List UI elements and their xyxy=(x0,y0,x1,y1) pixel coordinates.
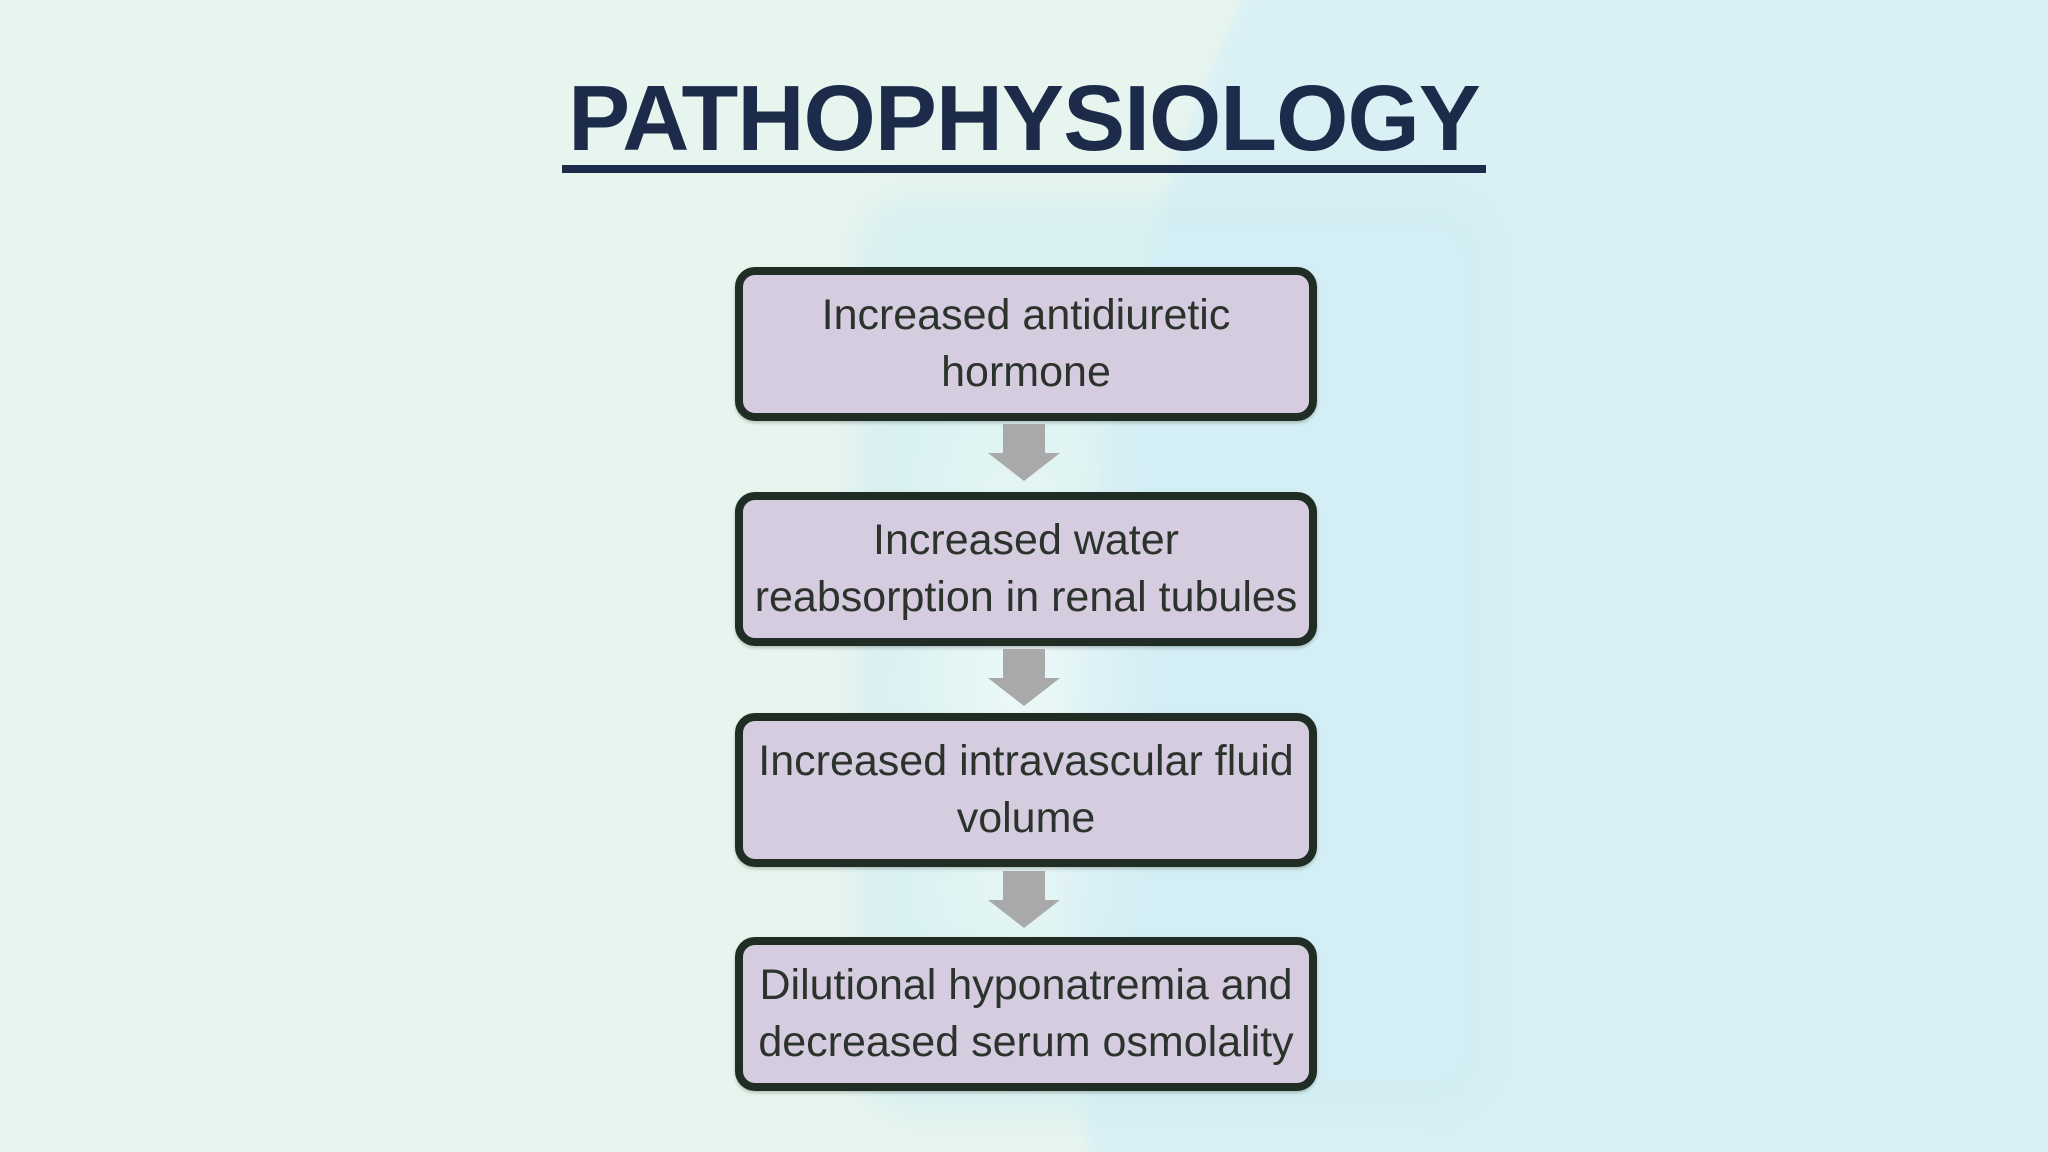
flow-step-1-line-1: Increased antidiuretic xyxy=(821,291,1231,339)
flow-step-4-line-2: decreased serum osmolality xyxy=(758,1018,1294,1066)
down-arrow-icon xyxy=(988,649,1060,706)
down-arrow-icon xyxy=(988,871,1060,928)
flow-step-2: Increased water reabsorption in renal tu… xyxy=(735,492,1317,646)
flow-step-1-line-2: hormone xyxy=(941,348,1111,396)
flow-step-4-line-1: Dilutional hyponatremia and xyxy=(759,961,1293,1009)
slide-title: PATHOPHYSIOLOGY xyxy=(562,72,1486,173)
flow-step-3-line-2: volume xyxy=(956,794,1096,842)
flow-step-1: Increased antidiuretic hormone xyxy=(735,267,1317,421)
title-row: PATHOPHYSIOLOGY xyxy=(0,72,2048,173)
flow-step-2-line-2: reabsorption in renal tubules xyxy=(754,573,1298,621)
flow-step-2-line-1: Increased water xyxy=(873,516,1179,564)
flow-step-4: Dilutional hyponatremia and decreased se… xyxy=(735,937,1317,1091)
flow-step-3-line-1: Increased intravascular fluid xyxy=(758,737,1294,785)
flow-step-3: Increased intravascular fluid volume xyxy=(735,713,1317,867)
down-arrow-icon xyxy=(988,424,1060,481)
